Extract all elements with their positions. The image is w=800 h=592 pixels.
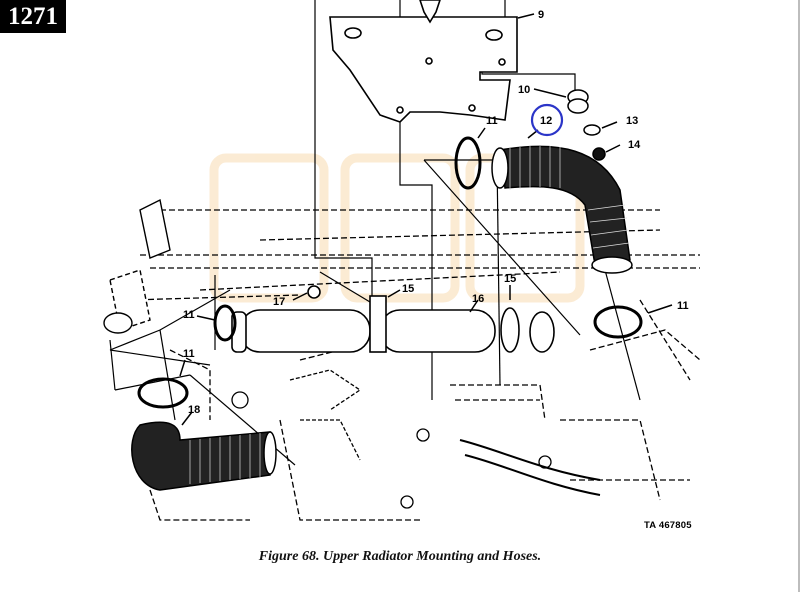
callout-14: 14 bbox=[628, 139, 641, 151]
mount-hardware bbox=[567, 89, 606, 161]
ta-code: TA 467805 bbox=[644, 520, 692, 531]
lower-clamp bbox=[137, 377, 189, 409]
callout-arrows bbox=[179, 13, 673, 426]
radiator-bracket bbox=[329, 0, 518, 123]
lower-hose bbox=[131, 421, 277, 491]
callout-13: 13 bbox=[626, 115, 638, 127]
callout-16: 16 bbox=[472, 293, 484, 305]
callout-9: 9 bbox=[538, 9, 544, 21]
callout-11-top: 11 bbox=[486, 115, 498, 127]
highlight-circle bbox=[530, 103, 564, 137]
callout-10: 10 bbox=[518, 84, 530, 96]
left-outlet bbox=[103, 198, 171, 334]
engine-area bbox=[231, 369, 601, 509]
page-edge bbox=[798, 0, 800, 592]
callout-17: 17 bbox=[273, 296, 285, 308]
nut-17 bbox=[307, 285, 321, 299]
callout-11-left: 11 bbox=[183, 309, 195, 321]
page-number-badge: 1271 bbox=[0, 0, 66, 33]
left-clamp bbox=[213, 304, 237, 342]
right-clamp bbox=[593, 305, 643, 339]
callout-15-right: 15 bbox=[504, 273, 516, 285]
upper-hose bbox=[491, 145, 633, 274]
callout-11-right: 11 bbox=[677, 300, 689, 312]
callout-11-lower: 11 bbox=[183, 348, 195, 360]
callout-12: 12 bbox=[540, 115, 552, 127]
callout-18: 18 bbox=[188, 404, 200, 416]
callout-15-center: 15 bbox=[402, 283, 414, 295]
upper-clamp bbox=[454, 136, 482, 190]
figure-caption: Figure 68. Upper Radiator Mounting and H… bbox=[258, 549, 542, 564]
